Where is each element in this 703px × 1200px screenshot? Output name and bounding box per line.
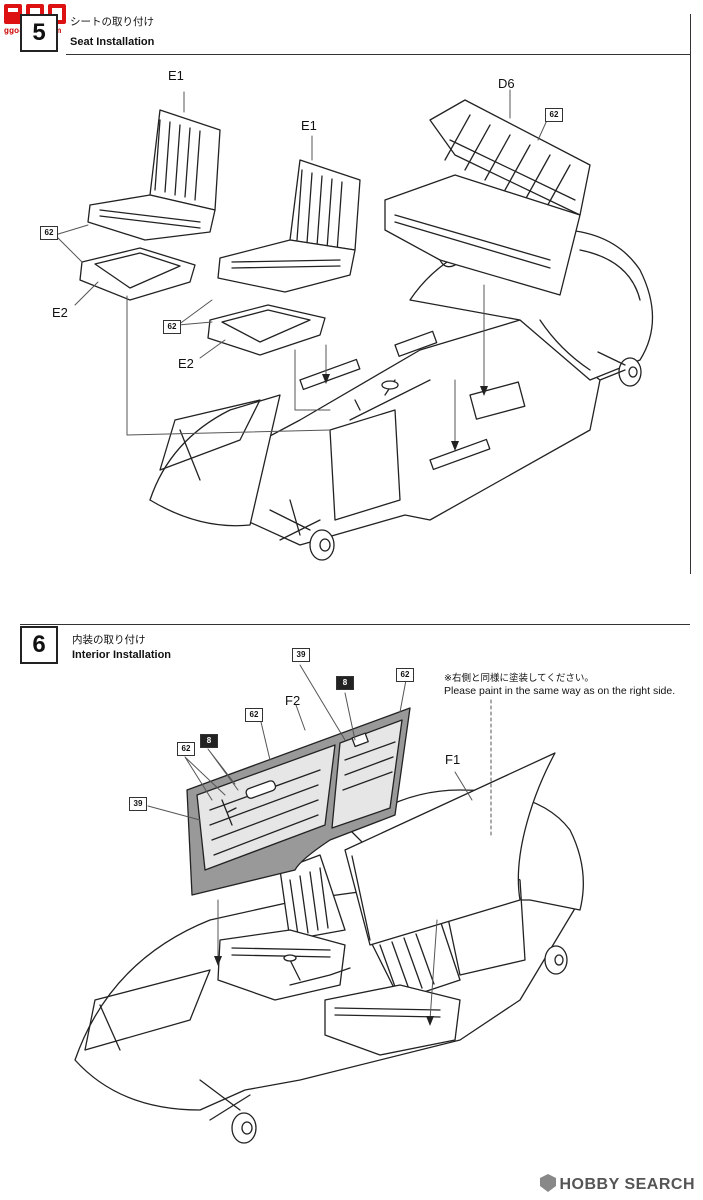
part-label-f1: F1 bbox=[445, 752, 461, 767]
color-code-62-bench: 62 bbox=[545, 108, 563, 122]
step5-title-en: Seat Installation bbox=[70, 36, 155, 48]
part-label-e1-left: E1 bbox=[168, 68, 184, 83]
step6-title-en: Interior Installation bbox=[72, 649, 172, 661]
step5-header-rule bbox=[66, 54, 690, 55]
step6-door-panel-f2 bbox=[186, 707, 411, 896]
part-label-e2-right: E2 bbox=[178, 356, 194, 371]
step6-header-rule bbox=[20, 624, 690, 625]
step5-bench-seat bbox=[384, 99, 591, 296]
part-label-e2-left: E2 bbox=[52, 305, 68, 320]
color-code-62-left: 62 bbox=[40, 226, 58, 240]
paint-note-jp: ※右側と同様に塗装してください。 bbox=[444, 673, 594, 684]
step-number-5: 5 bbox=[20, 14, 58, 52]
color-code-62-right: 62 bbox=[163, 320, 181, 334]
step5-seat-left bbox=[79, 109, 221, 301]
step5-seat-right bbox=[207, 159, 361, 356]
part-label-f2: F2 bbox=[285, 693, 301, 708]
color-code-62-top: 62 bbox=[396, 668, 414, 682]
step6-title-jp: 内装の取り付け bbox=[72, 634, 146, 646]
color-code-39-top: 39 bbox=[292, 648, 310, 662]
step6-door-panel-f1 bbox=[344, 752, 556, 946]
hobbysearch-logo: HOBBY SEARCH bbox=[559, 1176, 695, 1193]
color-code-8-left: 8 bbox=[200, 734, 218, 748]
part-label-d6: D6 bbox=[498, 76, 515, 91]
step-number-6: 6 bbox=[20, 626, 58, 664]
color-code-62-mid: 62 bbox=[245, 708, 263, 722]
part-label-e1-right: E1 bbox=[301, 118, 317, 133]
paint-note-en: Please paint in the same way as on the r… bbox=[444, 685, 676, 697]
color-code-8-top: 8 bbox=[336, 676, 354, 690]
step5-title-jp: シートの取り付け bbox=[70, 16, 154, 28]
color-code-62-left-door: 62 bbox=[177, 742, 195, 756]
page-right-border bbox=[690, 14, 691, 574]
color-code-39-left: 39 bbox=[129, 797, 147, 811]
